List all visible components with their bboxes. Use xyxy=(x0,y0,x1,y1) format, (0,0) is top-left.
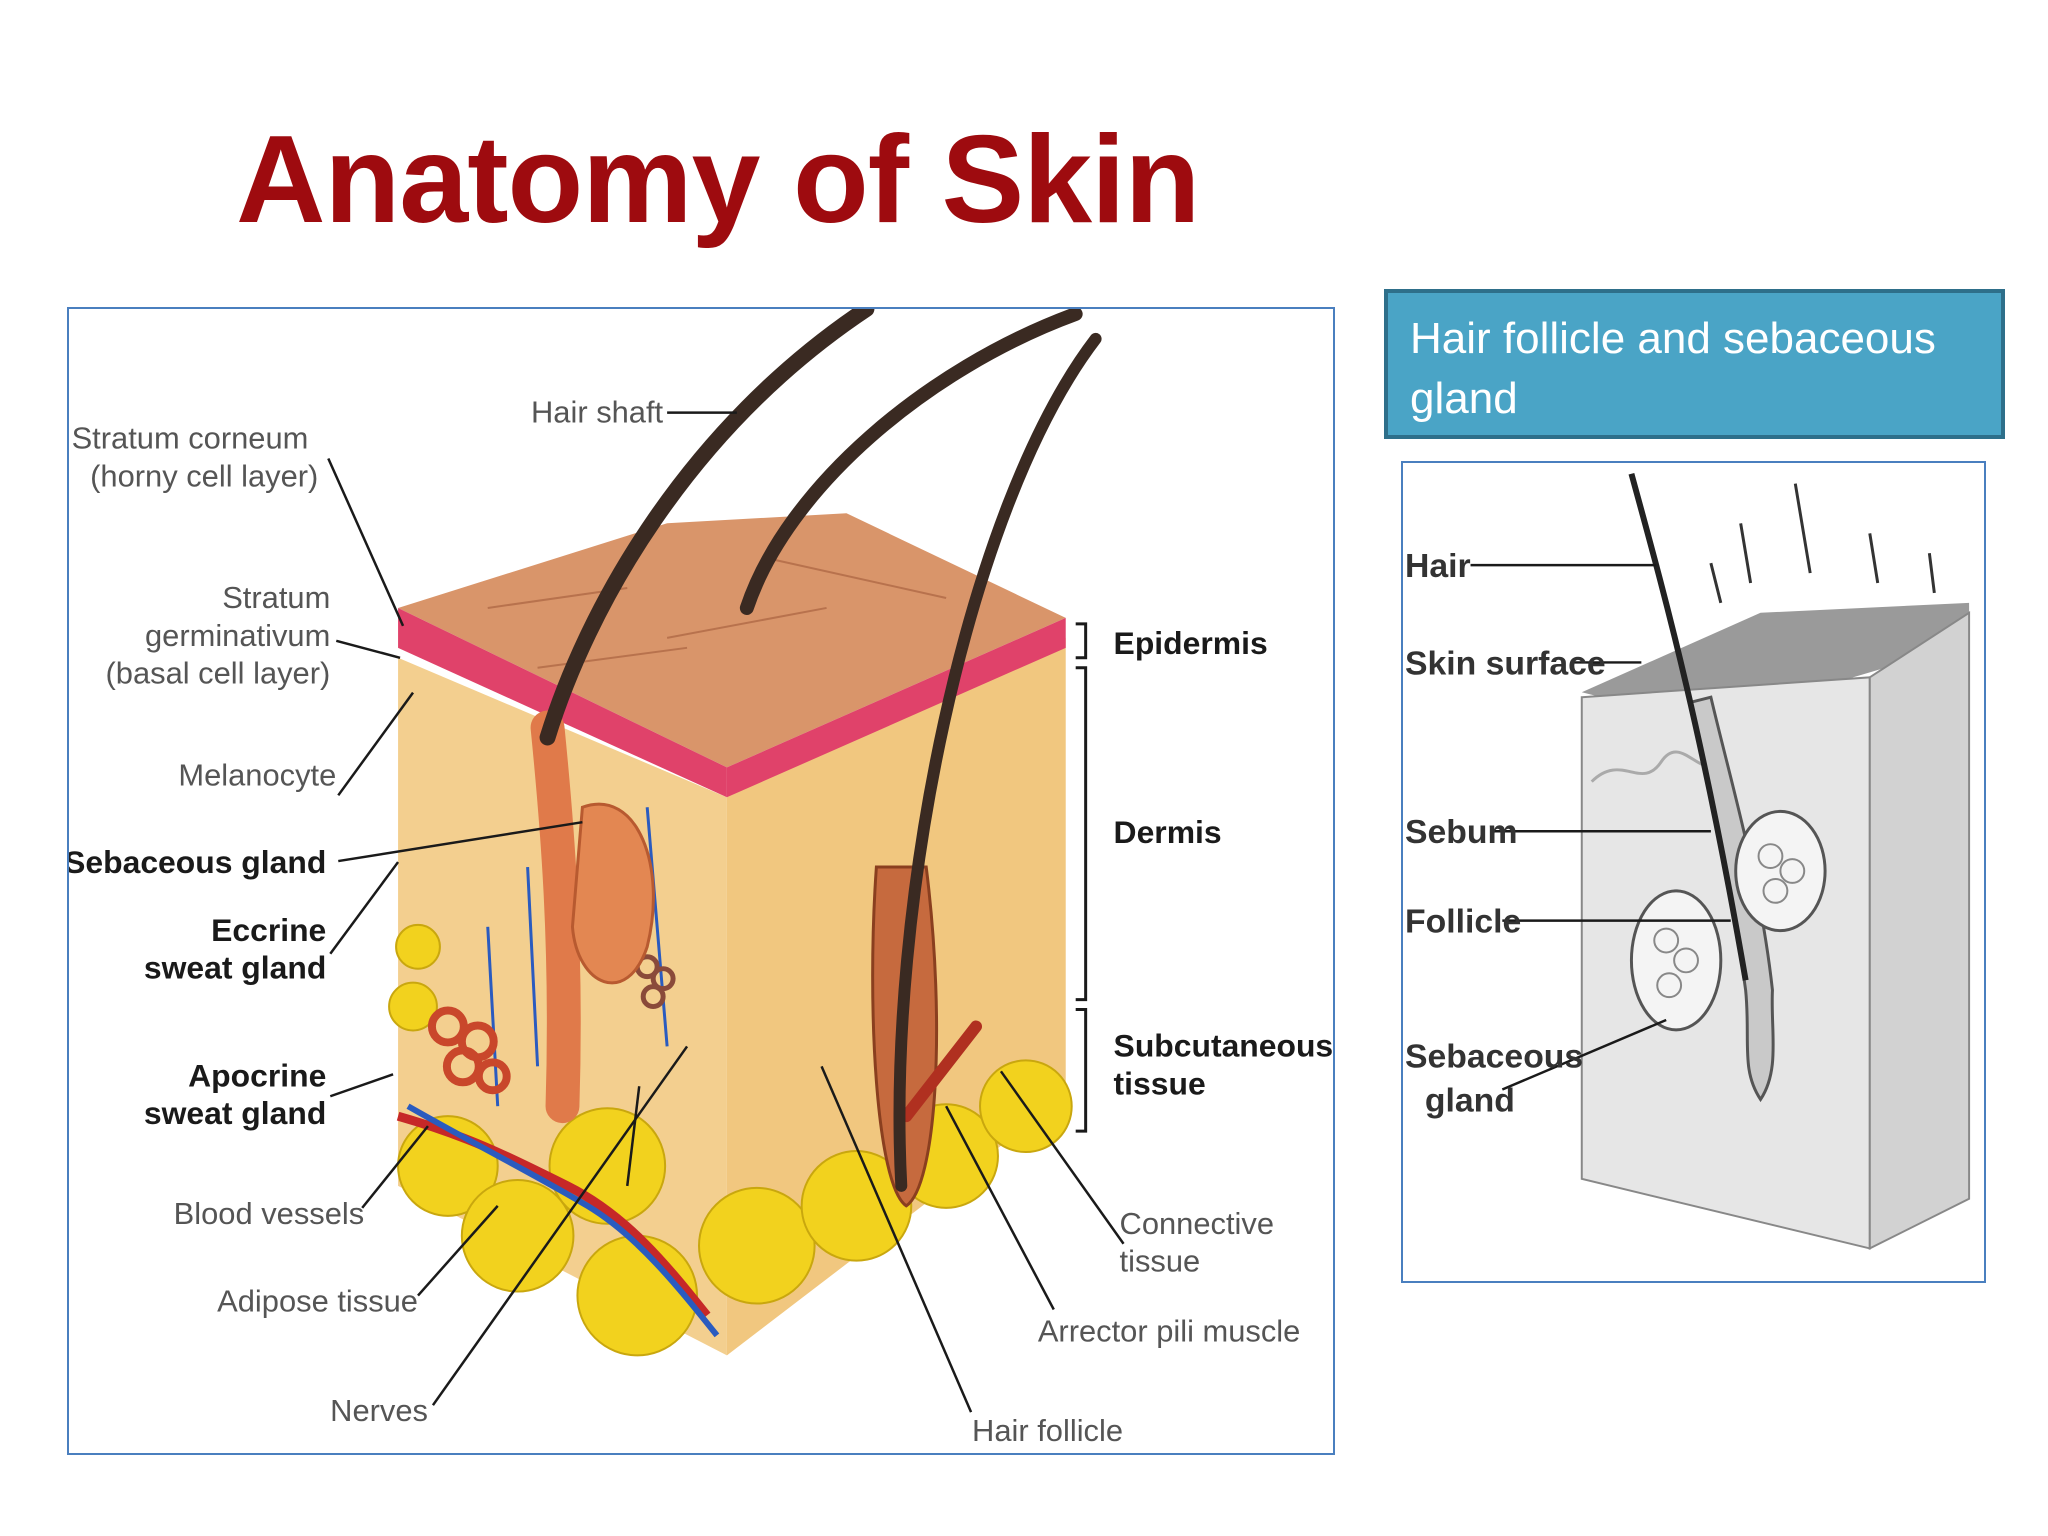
hair-shaft-2 xyxy=(739,309,1083,615)
label-melanocyte: Melanocyte xyxy=(178,757,336,792)
label-sebaceous-2: gland xyxy=(1425,1081,1515,1119)
block-side xyxy=(1868,610,1971,1251)
label-sebaceous-gland: Sebaceous gland xyxy=(69,844,326,880)
epidermis-top-surface xyxy=(398,513,1066,768)
sebaceous-gland-blob xyxy=(570,802,655,985)
label-follicle: Follicle xyxy=(1405,903,1521,941)
label-apocrine-1: Apocrine xyxy=(188,1057,326,1093)
label-hair-shaft: Hair shaft xyxy=(531,395,664,430)
label-skin-surface: Skin surface xyxy=(1405,644,1606,682)
side-hair-main xyxy=(1628,472,1749,981)
hair-shaft-3 xyxy=(893,332,1102,1192)
page-title: Anatomy of Skin xyxy=(236,111,1200,249)
hair-follicle-diagram: Hair Skin surface Sebum Follicle Sebaceo… xyxy=(1401,461,1986,1283)
label-hair-follicle: Hair follicle xyxy=(972,1413,1123,1448)
label-eccrine-2: sweat gland xyxy=(144,950,326,986)
label-stratum-corneum-1: Stratum corneum xyxy=(72,421,309,456)
label-stratum-corneum-2: (horny cell layer) xyxy=(90,458,318,493)
blood-vessel-blue xyxy=(406,1103,720,1338)
label-stratum-germinativum-1: Stratum xyxy=(222,580,330,615)
label-sebum: Sebum xyxy=(1405,813,1518,851)
label-apocrine-2: sweat gland xyxy=(144,1095,326,1131)
label-blood-vessels: Blood vessels xyxy=(174,1196,365,1231)
caption-text: Hair follicle and sebaceous gland xyxy=(1410,314,1936,423)
label-subcutaneous-1: Subcutaneous xyxy=(1114,1027,1333,1063)
label-nerves: Nerves xyxy=(330,1393,428,1428)
label-hair: Hair xyxy=(1405,547,1471,585)
hair-follicle-left xyxy=(530,710,581,1124)
label-stratum-germinativum-2: germinativum xyxy=(145,618,330,653)
label-stratum-germinativum-3: (basal cell layer) xyxy=(106,656,331,691)
leader-lines xyxy=(327,411,1125,1413)
label-adipose-tissue: Adipose tissue xyxy=(217,1283,418,1318)
label-connective-2: tissue xyxy=(1120,1244,1201,1279)
arrector-pili xyxy=(900,1020,983,1123)
side-leader-lines xyxy=(1470,563,1731,1091)
epidermis-band-side xyxy=(726,617,1066,798)
sebaceous-gland-left xyxy=(1629,889,1723,1032)
label-connective-1: Connective xyxy=(1120,1206,1274,1241)
label-sebaceous-1: Sebaceous xyxy=(1405,1038,1583,1076)
label-eccrine-1: Eccrine xyxy=(211,912,326,948)
label-dermis: Dermis xyxy=(1114,814,1222,850)
hair-shaft-1 xyxy=(539,309,875,746)
label-arrector-pili: Arrector pili muscle xyxy=(1038,1313,1301,1348)
caption-box: Hair follicle and sebaceous gland xyxy=(1384,289,2005,439)
label-epidermis: Epidermis xyxy=(1114,625,1268,661)
label-subcutaneous-2: tissue xyxy=(1114,1065,1206,1101)
layer-brackets xyxy=(1075,622,1088,1133)
apocrine-gland xyxy=(427,1006,511,1095)
skin-anatomy-diagram: Stratum corneum (horny cell layer) Strat… xyxy=(67,307,1335,1455)
